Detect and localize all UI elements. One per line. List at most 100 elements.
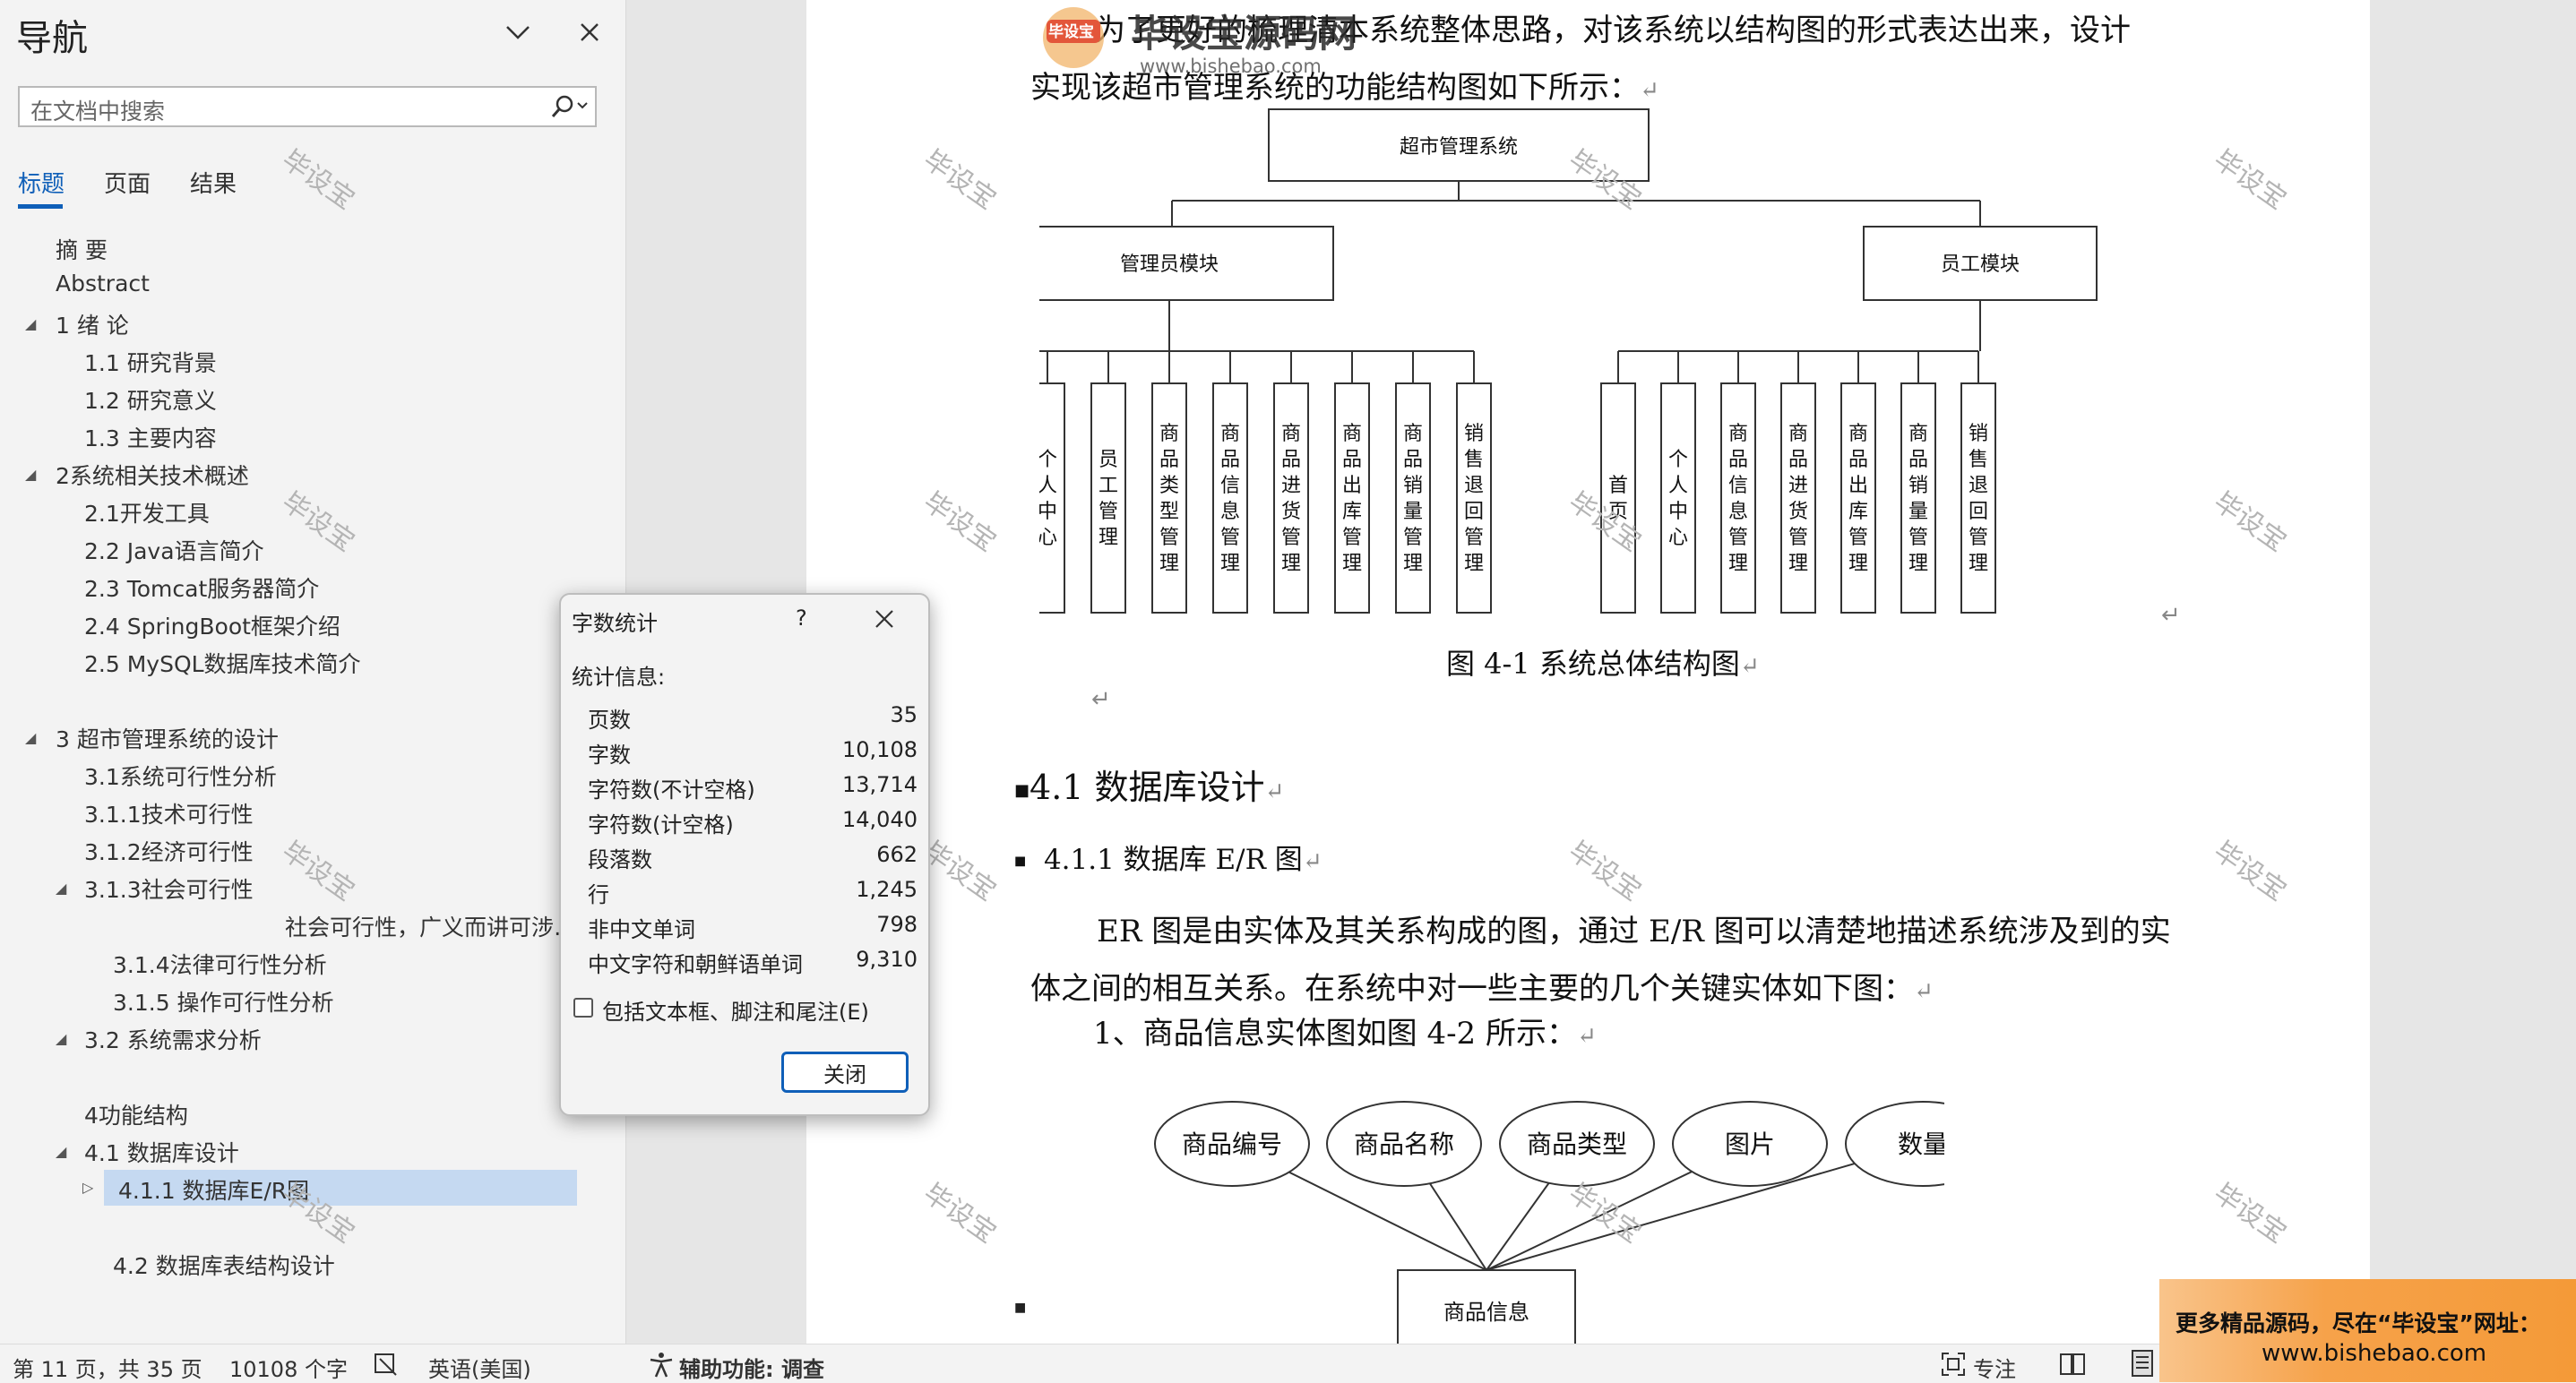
- logo-badge-text: 毕设宝: [1048, 23, 1094, 41]
- stats-section-label: 统计信息:: [572, 665, 666, 690]
- admin-leaf-label: 个人中心: [1039, 449, 1057, 549]
- heading-item[interactable]: 3.1.1技术可行性: [84, 802, 254, 828]
- expand-triangle-icon[interactable]: ▷: [82, 1179, 94, 1196]
- stat-label: 字符数(计空格): [588, 812, 734, 838]
- heading-item[interactable]: 2.5 MySQL数据库技术简介: [84, 651, 361, 677]
- heading-item[interactable]: 3.2 系统需求分析: [84, 1027, 262, 1053]
- collapse-triangle-icon[interactable]: ◢: [25, 729, 37, 746]
- er-attribute-label: 商品编号: [1182, 1130, 1282, 1159]
- proofing-icon[interactable]: [373, 1352, 400, 1380]
- heading-item-selected[interactable]: 4.1.1 数据库E/R图: [118, 1178, 310, 1204]
- heading-item[interactable]: 摘 要: [56, 237, 108, 263]
- stat-value: 9,310: [856, 947, 918, 972]
- heading-item[interactable]: 3.1.4法律可行性分析: [113, 952, 327, 978]
- admin-leaf-label: 商品类型管理: [1159, 423, 1179, 575]
- stat-value: 13,714: [842, 772, 918, 797]
- stat-value: 14,040: [842, 807, 918, 832]
- active-tab-indicator: [18, 204, 63, 209]
- staff-leaf-box: [1960, 382, 1996, 614]
- figure-caption: 图 4-1 系统总体结构图↵: [1446, 647, 1760, 681]
- heading-item[interactable]: 2系统相关技术概述: [56, 463, 249, 489]
- include-footnotes-checkbox[interactable]: [573, 998, 593, 1018]
- admin-leaf-box: [1273, 382, 1309, 614]
- heading-item[interactable]: 1.3 主要内容: [84, 425, 217, 451]
- collapse-triangle-icon[interactable]: ◢: [25, 466, 37, 483]
- stat-label: 中文字符和朝鲜语单词: [588, 952, 803, 977]
- admin-leaf-box: [1395, 382, 1431, 614]
- heading-item[interactable]: 1 绪 论: [56, 313, 129, 339]
- er-entity-label: 商品信息: [1443, 1300, 1529, 1325]
- dialog-title: 字数统计: [572, 611, 658, 636]
- heading-item[interactable]: 4功能结构: [84, 1103, 188, 1129]
- heading-item[interactable]: 2.4 SpringBoot框架介绍: [84, 614, 340, 640]
- admin-module-node: [1039, 226, 1334, 301]
- heading-item[interactable]: 1.1 研究背景: [84, 350, 217, 376]
- heading-item[interactable]: 3.1.5 操作可行性分析: [113, 990, 334, 1016]
- nav-close-icon[interactable]: [570, 13, 609, 52]
- er-attribute-ellipse: [1326, 1101, 1482, 1187]
- heading-item[interactable]: 1.2 研究意义: [84, 388, 217, 414]
- close-button[interactable]: 关闭: [781, 1052, 909, 1093]
- watermark: 毕设宝: [918, 485, 1002, 559]
- staff-leaf-label: 商品进货管理: [1788, 423, 1808, 575]
- er-attribute-label: 数量: [1898, 1130, 1944, 1159]
- admin-leaf-box: [1090, 382, 1126, 614]
- watermark: 毕设宝: [2208, 835, 2292, 908]
- heading-item[interactable]: 3.1系统可行性分析: [84, 764, 277, 790]
- collapse-triangle-icon[interactable]: ◢: [25, 315, 37, 332]
- word-count-indicator[interactable]: 10108 个字: [229, 1357, 348, 1382]
- admin-leaf-box: [1039, 382, 1065, 614]
- stat-label: 非中文单词: [588, 917, 695, 942]
- checkbox-label[interactable]: 包括文本框、脚注和尾注(E): [602, 1000, 869, 1025]
- help-icon[interactable]: ?: [796, 606, 807, 631]
- admin-leaf-label: 商品信息管理: [1220, 423, 1240, 575]
- staff-module-label: 员工模块: [1941, 253, 2020, 276]
- body-paragraph: ER 图是由实体及其关系构成的图，通过 E/R 图可以清楚地描述系统涉及到的实: [1097, 914, 2171, 949]
- heading-item[interactable]: 社会可行性，广义而讲可涉…: [285, 915, 577, 941]
- watermark: 毕设宝: [2208, 1177, 2292, 1250]
- accessibility-status[interactable]: 辅助功能: 调查: [679, 1357, 824, 1382]
- admin-leaf-box: [1456, 382, 1492, 614]
- page-indicator[interactable]: 第 11 页，共 35 页: [13, 1357, 202, 1382]
- dialog-close-icon[interactable]: [873, 607, 896, 634]
- nav-options-chevron-icon[interactable]: [498, 13, 538, 52]
- stat-value: 662: [876, 842, 918, 867]
- heading-item[interactable]: Abstract: [56, 271, 150, 296]
- collapse-triangle-icon[interactable]: ◢: [56, 880, 67, 897]
- print-layout-icon[interactable]: [2129, 1348, 2156, 1382]
- focus-mode-icon[interactable]: [1941, 1352, 1966, 1380]
- heading-item[interactable]: 2.2 Java语言简介: [84, 538, 264, 564]
- watermark: 毕设宝: [276, 835, 360, 908]
- staff-leaf-label: 首页: [1608, 475, 1628, 523]
- heading-item[interactable]: 2.1开发工具: [84, 501, 210, 527]
- selected-heading-highlight: [104, 1170, 577, 1206]
- staff-module-node: [1863, 226, 2098, 301]
- logo-url: www.bishebao.com: [1140, 56, 1322, 77]
- stat-value: 35: [890, 702, 918, 727]
- heading-item[interactable]: 3.1.2经济可行性: [84, 839, 254, 865]
- collapse-triangle-icon[interactable]: ◢: [56, 1030, 67, 1047]
- heading-item[interactable]: 4.2 数据库表结构设计: [113, 1253, 335, 1279]
- body-paragraph: 为了更好的梳理清本系统整体思路，对该系统以结构图的形式表达出来，设计: [1095, 13, 2131, 48]
- ad-banner[interactable]: 更多精品源码，尽在“毕设宝”网址： www.bishebao.com: [2159, 1279, 2576, 1382]
- heading-item[interactable]: 2.3 Tomcat服务器简介: [84, 576, 320, 602]
- focus-mode-label[interactable]: 专注: [1973, 1357, 2016, 1382]
- structure-diagram: 超市管理系统 管理员模块 员工模块 首页个人中心员工管理商品类型管理商品信息管理…: [1039, 108, 2098, 614]
- tab-headings[interactable]: 标题: [18, 171, 65, 198]
- language-indicator[interactable]: 英语(美国): [428, 1357, 531, 1382]
- heading-item[interactable]: 3 超市管理系统的设计: [56, 726, 279, 752]
- status-bar: 第 11 页，共 35 页 10108 个字 英语(美国) 辅助功能: 调查 专…: [0, 1344, 2576, 1383]
- search-icon[interactable]: [548, 93, 590, 124]
- heading-4-1-1: ■ 4.1.1 数据库 E/R 图↵: [1014, 844, 1322, 876]
- document-page: 为了更好的梳理清本系统整体思路，对该系统以结构图的形式表达出来，设计 实现该超市…: [806, 0, 2370, 1344]
- watermark: 毕设宝: [2208, 143, 2292, 217]
- nav-search-input[interactable]: 在文档中搜索: [18, 86, 597, 127]
- collapse-triangle-icon[interactable]: ◢: [56, 1143, 67, 1160]
- accessibility-icon[interactable]: [647, 1350, 676, 1382]
- read-mode-icon[interactable]: [2059, 1352, 2086, 1380]
- root-node: [1268, 108, 1650, 182]
- tab-pages[interactable]: 页面: [104, 171, 151, 198]
- heading-item[interactable]: 3.1.3社会可行性: [84, 877, 254, 903]
- heading-item[interactable]: 4.1 数据库设计: [84, 1140, 239, 1166]
- tab-results[interactable]: 结果: [190, 171, 237, 198]
